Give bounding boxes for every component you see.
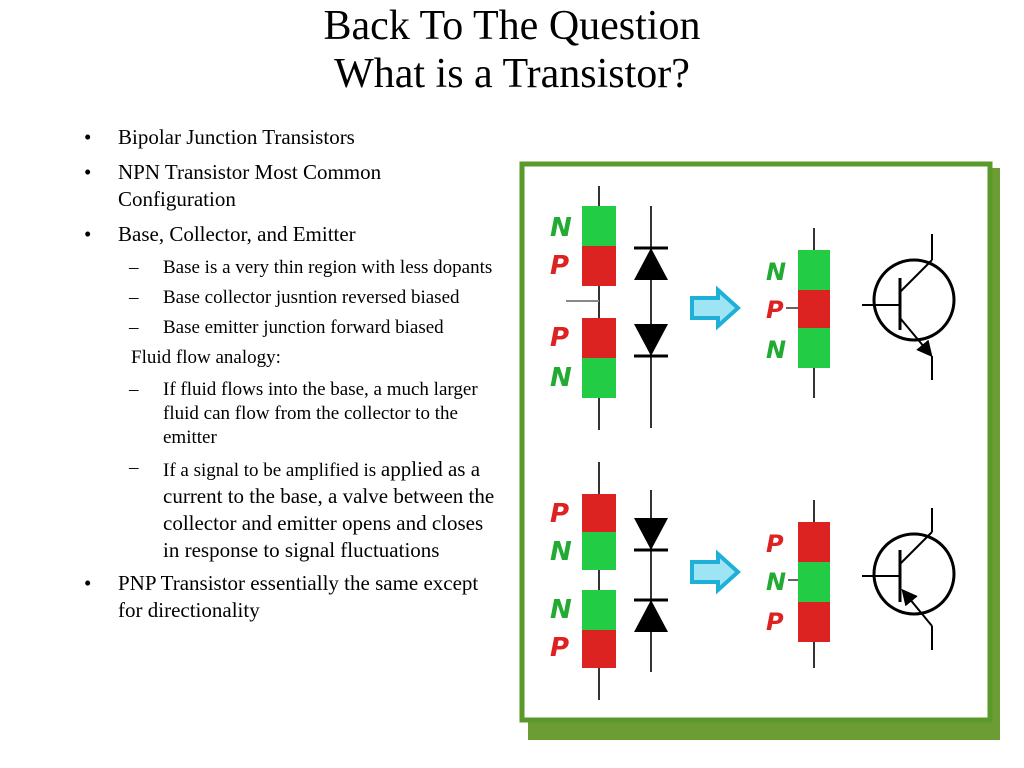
pnp-right-p-region [798,522,830,562]
npn-right-n2-region [798,328,830,368]
bullet-bjt: • Bipolar Junction Transistors [84,124,504,151]
bullet-npn: • NPN Transistor Most Common Configurati… [84,159,504,213]
analogy-label: Fluid flow analogy: [131,347,281,368]
npn-left-label-4: N [550,363,572,393]
npn-symbol-circle [872,258,956,342]
dash-marker: – [129,287,139,308]
pnp-left-n-region [582,532,616,570]
sub-bullet-text: If a signal to be amplified is [163,460,377,481]
npn-right-label-2: P [766,296,784,324]
pnp-diode-2 [634,600,668,632]
bullet-marker: • [84,571,92,595]
title-line-1: Back To The Question [323,3,701,49]
bullet-terminals: • Base, Collector, and Emitter [84,221,504,248]
sub-bullet-signal: – If a signal to be amplified is applied… [129,456,504,564]
pnp-left-label-1: P [550,499,569,529]
npn-left-n2-region [582,358,616,398]
npn-symbol-emitter-arrow [899,317,933,358]
npn-right-p-region [798,290,830,328]
pnp-left-label-3: N [550,595,572,625]
dash-marker: – [129,257,139,278]
pnp-right-label-3: P [766,608,784,636]
npn-diode-2 [634,324,668,356]
sub-bullet-collector: – Base collector jusntion reversed biase… [129,286,504,310]
npn-left-n-region [582,206,616,246]
sub-bullet-fluid: – If fluid flows into the base, a much l… [129,378,504,450]
npn-left-p2-region [582,318,616,358]
npn-symbol-collector [899,259,933,293]
pnp-left-p-region [582,494,616,532]
bullet-text: Base, Collector, and Emitter [118,222,356,246]
dash-marker: – [129,379,139,400]
npn-left-label-2: P [550,251,569,281]
npn-right-n-region [798,250,830,290]
sub-bullet-base: – Base is a very thin region with less d… [129,256,504,280]
bullet-text: PNP Transistor essentially the same exce… [118,571,479,622]
npn-diode-1 [634,248,668,280]
sub-bullet-text: Base collector jusntion reversed biased [163,287,460,308]
pnp-symbol-emitter-arrow [901,588,933,627]
pnp-symbol-circle [872,532,956,616]
slide-title: Back To The Question What is a Transisto… [0,2,1024,98]
pnp-left-p2-region [582,630,616,668]
npn-left-p-region [582,246,616,286]
pnp-left-label-2: N [550,537,572,567]
pnp-diode-1 [634,518,668,550]
sub-bullet-text: Base emitter junction forward biased [163,317,444,338]
npn-left-label-1: N [550,213,572,243]
transistor-diagram: N P P N N P N P N N P P N P [519,161,1000,740]
slide-content: • Bipolar Junction Transistors • NPN Tra… [84,124,504,632]
pnp-right-p2-region [798,602,830,642]
dash-marker: – [129,317,139,338]
sub-bullet-text: If fluid flows into the base, a much lar… [163,379,478,448]
pnp-symbol-collector [899,531,933,565]
pnp-left-n2-region [582,590,616,630]
npn-arrow-icon [690,285,741,331]
bullet-marker: • [84,125,92,149]
bullet-marker: • [84,160,92,184]
bullet-pnp: • PNP Transistor essentially the same ex… [84,570,504,624]
pnp-arrow-icon [690,549,741,595]
pnp-left-label-4: P [550,633,569,663]
pnp-right-label-2: N [766,568,786,596]
npn-right-label-1: N [766,258,786,286]
bullet-marker: • [84,222,92,246]
pnp-right-n-region [798,562,830,602]
pnp-right-label-1: P [766,530,784,558]
title-line-2: What is a Transistor? [334,51,690,97]
sub-bullet-text-continued: applied as a current to the base, a valv… [163,457,495,562]
dash-marker: – [129,457,139,478]
npn-right-label-3: N [766,336,786,364]
sub-bullet-emitter: – Base emitter junction forward biased [129,316,504,340]
sub-bullet-text: Base is a very thin region with less dop… [163,257,493,278]
bullet-text: NPN Transistor Most Common Configuration [118,160,382,211]
bullet-text: Bipolar Junction Transistors [118,125,355,149]
npn-left-label-3: P [550,323,569,353]
